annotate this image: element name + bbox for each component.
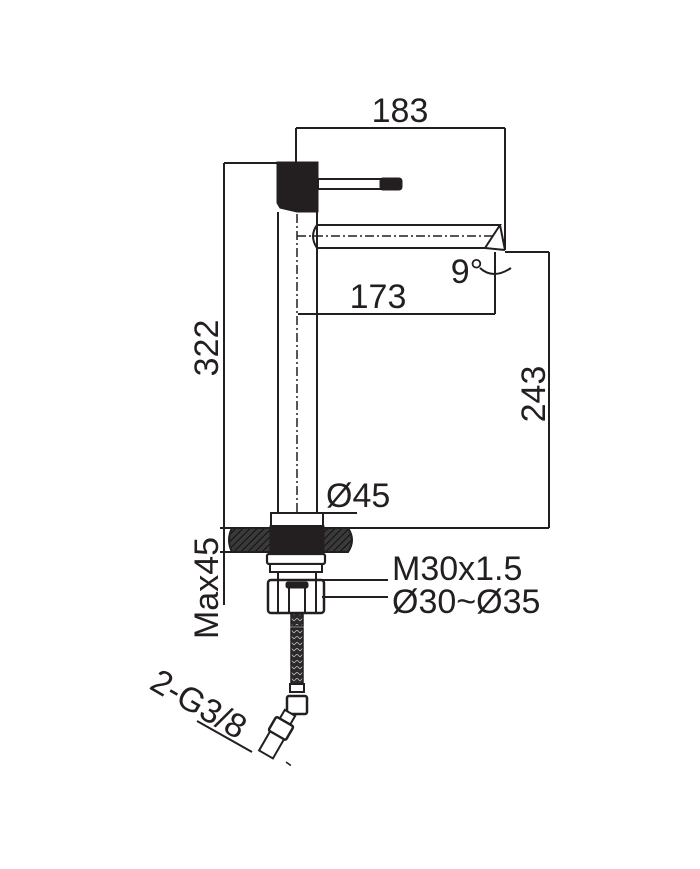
faucet-body [277, 212, 318, 525]
dim-text-322: 322 [188, 320, 226, 377]
countertop-section [228, 525, 353, 555]
dim-text-max-deck: Max45 [188, 537, 226, 639]
angle-9-degrees: 9° [451, 252, 512, 291]
dim-text-hole-diameter: Ø30~Ø35 [392, 583, 540, 621]
dim-text-supply: 2-G3/8 [144, 662, 253, 747]
supply-hose [257, 613, 309, 768]
dim-text-173: 173 [350, 278, 407, 316]
dim-text-base-diameter: Ø45 [326, 477, 390, 515]
lever-handle [276, 161, 403, 213]
dim-text-angle: 9° [451, 253, 484, 291]
dim-text-thread: M30x1.5 [392, 550, 522, 588]
dimension-base-diameter: Ø45 [270, 477, 390, 527]
mounting-nut [265, 552, 327, 615]
hole-diameter-annotation: Ø30~Ø35 [322, 583, 540, 621]
dimension-183: 183 [295, 92, 506, 250]
dim-text-243: 243 [515, 366, 553, 423]
dimension-243: 243 [320, 251, 553, 529]
dimension-322: 322 [188, 162, 280, 528]
dimension-max-deck-thickness: Max45 [188, 527, 232, 639]
spout [297, 224, 506, 251]
supply-thread-annotation: 2-G3/8 [144, 662, 253, 753]
dimension-173: 173 [298, 252, 496, 316]
dim-text-183: 183 [372, 92, 429, 130]
thread-annotation: M30x1.5 [322, 550, 522, 588]
